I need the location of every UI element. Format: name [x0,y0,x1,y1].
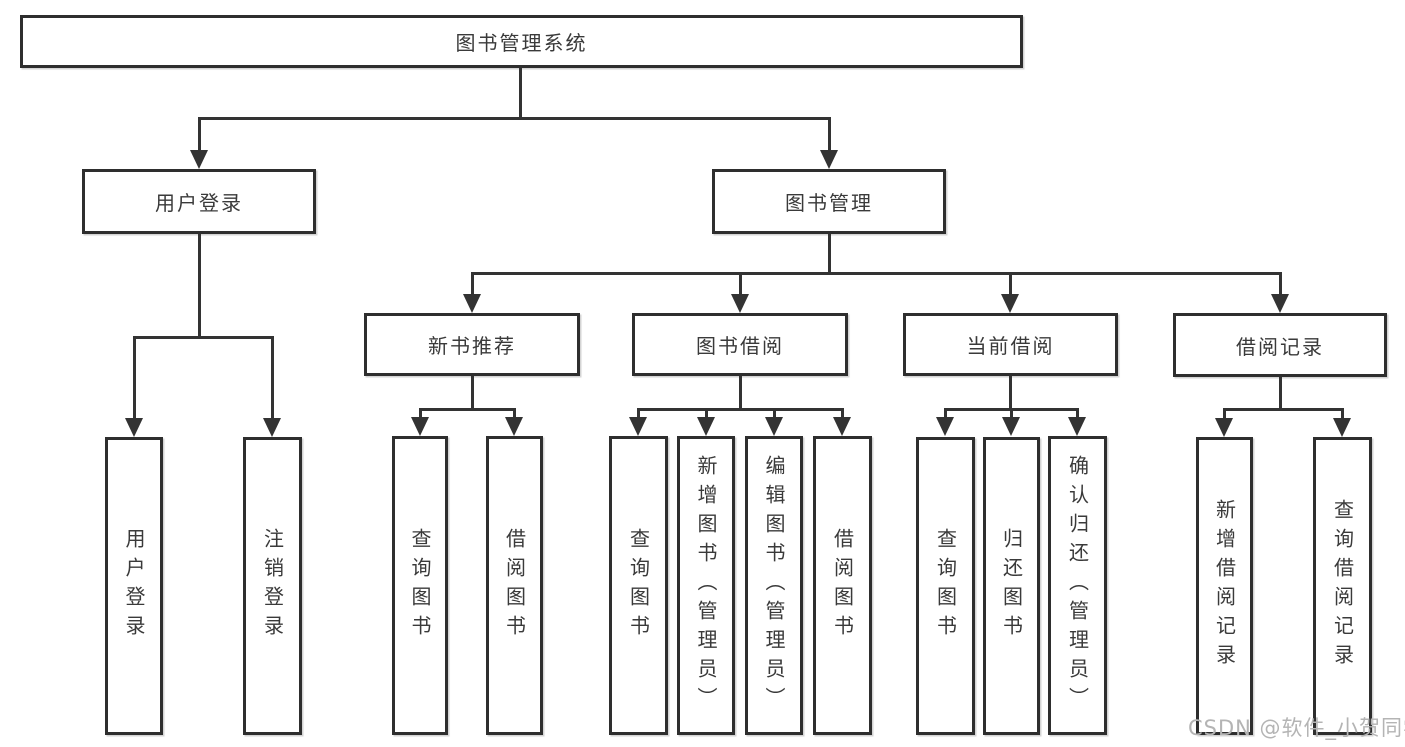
connector-line [773,408,776,422]
leaf-label: 归还图书 [999,528,1024,644]
arrow-down-icon [1001,294,1019,313]
node-user-login: 用户登录 [82,169,316,234]
connector-line [1223,408,1344,411]
connector-line [419,408,516,411]
node-current-borrow: 当前借阅 [903,313,1118,376]
leaf-bb-borrow-book: 借阅图书 [813,436,872,735]
arrow-down-icon [833,417,851,436]
arrow-down-icon [263,418,281,437]
connector-line [513,408,516,422]
leaf-cb-confirm-return-admin: 确认归还（管理员） [1048,436,1107,735]
leaf-label: 借阅图书 [502,527,527,644]
arrow-down-icon [505,417,523,436]
connector-line [133,336,274,339]
node-label: 新书推荐 [428,334,516,358]
connector-line [1223,408,1226,422]
connector-line [1010,408,1013,422]
csdn-watermark: CSDN @软件_小贺同学 [1188,716,1405,740]
arrow-down-icon [190,150,208,169]
node-label: 图书管理 [785,191,873,215]
connector-line [705,408,708,422]
connector-line [828,117,831,153]
node-system-root: 图书管理系统 [20,15,1023,68]
arrow-down-icon [697,417,715,436]
connector-line [198,234,201,339]
leaf-label: 注销登录 [260,528,285,644]
connector-line [637,408,640,422]
connector-line [1279,272,1282,297]
arrow-down-icon [1215,418,1233,437]
connector-line [271,336,274,421]
connector-line [419,408,422,422]
leaf-rec-borrow-book: 借阅图书 [486,436,543,735]
leaf-bb-add-book-admin: 新增图书（管理员） [677,436,735,735]
leaf-br-add-record: 新增借阅记录 [1196,437,1253,735]
arrow-down-icon [765,417,783,436]
node-label: 图书管理系统 [455,31,588,55]
arrow-down-icon [820,150,838,169]
connector-line [519,68,522,120]
node-label: 当前借阅 [966,334,1055,358]
connector-line [739,272,742,297]
leaf-label: 新增图书（管理员） [694,455,718,716]
connector-line [739,376,742,411]
node-book-management: 图书管理 [712,169,946,234]
connector-line [1279,377,1282,411]
arrow-down-icon [1333,418,1351,437]
leaf-label: 确认归还（管理员） [1065,455,1090,716]
leaf-label: 查询借阅记录 [1330,499,1355,673]
leaf-user-login: 用户登录 [105,437,163,735]
connector-line [198,117,831,120]
leaf-br-query-record: 查询借阅记录 [1313,437,1372,735]
node-new-book-recommend: 新书推荐 [364,313,580,376]
leaf-label: 编辑图书（管理员） [762,455,786,716]
arrow-down-icon [936,417,954,436]
node-label: 用户登录 [155,191,243,215]
leaf-logout-login: 注销登录 [243,437,302,735]
leaf-label: 查询图书 [933,528,958,644]
leaf-label: 借阅图书 [830,527,855,644]
arrow-down-icon [1068,417,1086,436]
connector-line [841,408,844,422]
connector-line [1341,408,1344,422]
node-book-borrow: 图书借阅 [632,313,848,376]
connector-line [133,336,136,421]
arrow-down-icon [463,294,481,313]
node-label: 借阅记录 [1236,334,1324,359]
arrow-down-icon [629,417,647,436]
leaf-label: 查询图书 [626,527,651,644]
connector-line [944,408,947,422]
arrow-down-icon [731,294,749,313]
leaf-label: 新增借阅记录 [1212,499,1237,673]
leaf-label: 用户登录 [122,528,146,644]
leaf-cb-return-book: 归还图书 [983,437,1040,735]
leaf-cb-query-book: 查询图书 [916,437,975,735]
connector-line [1009,272,1012,297]
connector-line [828,234,831,275]
arrow-down-icon [125,418,143,437]
connector-line [198,117,201,153]
arrow-down-icon [1271,294,1289,313]
connector-line [1076,408,1079,422]
leaf-bb-query-book: 查询图书 [609,436,668,735]
arrow-down-icon [411,417,429,436]
node-label: 图书借阅 [696,334,784,358]
leaf-rec-query-book: 查询图书 [392,436,448,735]
leaf-bb-edit-book-admin: 编辑图书（管理员） [745,436,803,735]
node-borrow-record: 借阅记录 [1173,313,1387,377]
connector-line [1009,376,1012,411]
connector-line [471,376,474,411]
connector-line [471,272,1282,275]
connector-line [471,272,474,297]
leaf-label: 查询图书 [408,527,432,644]
arrow-down-icon [1002,417,1020,436]
connector-line [637,408,844,411]
